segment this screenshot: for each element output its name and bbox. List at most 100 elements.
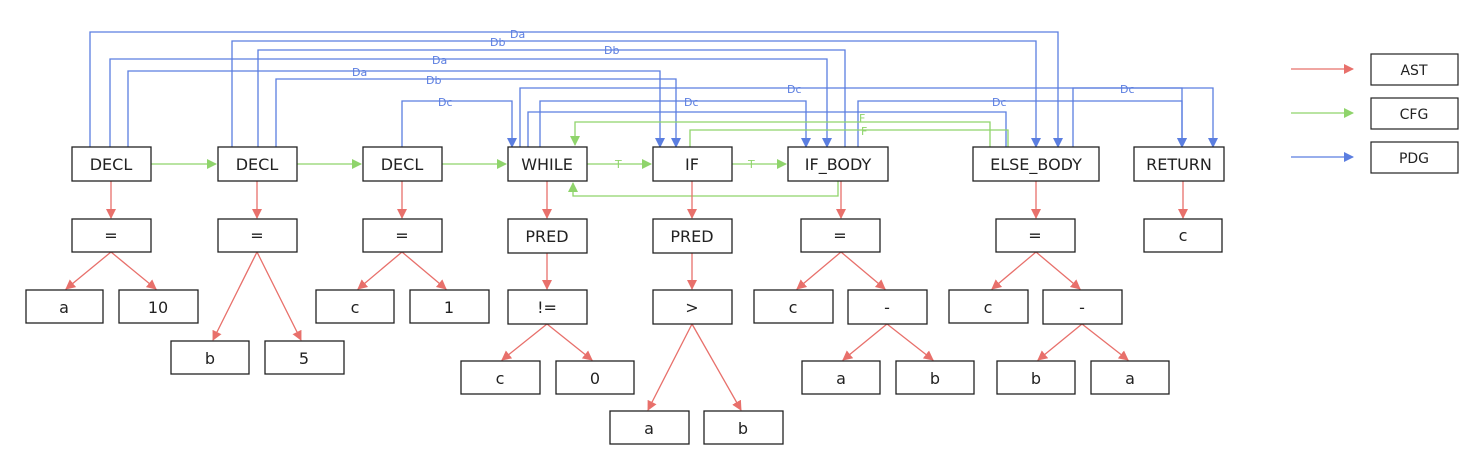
node-label: = — [104, 226, 117, 245]
node-assign[interactable]: = — [995, 218, 1076, 253]
node-assign[interactable]: = — [800, 218, 881, 253]
cfg-label-true: T — [747, 158, 755, 171]
node-label: IF_BODY — [805, 155, 872, 175]
node-label: b — [738, 419, 748, 438]
pdg-label-da: Da — [510, 28, 525, 41]
node-label: != — [537, 298, 557, 317]
ast-edge — [991, 251, 1037, 290]
node-decl-1[interactable]: DECL — [71, 146, 152, 182]
ast-edge — [647, 323, 693, 411]
ast-edge — [1035, 251, 1081, 290]
ast-edge — [256, 251, 302, 341]
node-operator[interactable]: - — [847, 289, 928, 325]
node-assign[interactable]: = — [217, 218, 298, 253]
node-pred[interactable]: PRED — [507, 218, 588, 254]
node-return[interactable]: RETURN — [1133, 146, 1225, 182]
node-label: PRED — [670, 227, 713, 246]
node-literal[interactable]: 5 — [264, 340, 345, 375]
pdg-edges — [89, 31, 1218, 148]
cfg-edges — [151, 121, 1009, 197]
pdg-edge-a-decl1-to-if — [127, 70, 665, 148]
node-label: a — [644, 419, 654, 438]
node-var[interactable]: a — [801, 360, 881, 395]
node-label: = — [395, 226, 408, 245]
ast-edge — [357, 251, 403, 290]
node-literal[interactable]: 1 — [409, 289, 490, 324]
node-while[interactable]: WHILE — [507, 146, 588, 182]
node-var[interactable]: b — [996, 360, 1076, 395]
node-label: c — [789, 298, 798, 317]
node-label: 0 — [590, 369, 600, 388]
pdg-edge-c-elsebody-to-return — [1072, 87, 1218, 148]
node-assign[interactable]: = — [362, 218, 443, 253]
pdg-label-da: Da — [352, 66, 367, 79]
cfg-label-false: F — [861, 125, 867, 138]
node-var[interactable]: a — [609, 410, 690, 445]
node-label: - — [1079, 298, 1085, 317]
pdg-label-dc: Dc — [787, 83, 802, 96]
ast-edge — [796, 251, 842, 290]
pdg-label-db: Db — [426, 74, 441, 87]
node-literal[interactable]: 10 — [118, 289, 199, 324]
cfg-edge-ifbody-back-to-while — [568, 181, 839, 197]
node-operator[interactable]: != — [507, 289, 588, 325]
node-label: DECL — [236, 155, 279, 174]
legend-label: PDG — [1399, 151, 1429, 167]
node-pred[interactable]: PRED — [652, 218, 733, 254]
node-label: WHILE — [521, 155, 573, 174]
pdg-label-dc: Dc — [992, 96, 1007, 109]
legend: AST CFG PDG — [1291, 53, 1459, 174]
ast-edge — [546, 323, 593, 361]
node-else-body[interactable]: ELSE_BODY — [972, 146, 1100, 182]
legend-box-pdg: PDG — [1370, 141, 1459, 174]
legend-item-ast: AST — [1291, 53, 1459, 86]
node-var[interactable]: c — [460, 360, 541, 395]
pdg-edge-c-while-to-ifbody — [539, 100, 811, 148]
ast-edge — [1037, 323, 1083, 361]
ast-edge — [691, 323, 742, 411]
pdg-edge-labels: Da Db Db Da Da Db Dc Dc Dc Dc Dc — [352, 28, 1135, 109]
node-var[interactable]: a — [25, 289, 104, 324]
ast-edge — [501, 323, 548, 361]
node-label: 5 — [299, 349, 309, 368]
ast-edge — [842, 323, 888, 361]
node-var[interactable]: c — [315, 289, 395, 324]
pdg-label-db: Db — [490, 36, 505, 49]
node-var[interactable]: b — [895, 360, 975, 395]
node-decl-3[interactable]: DECL — [362, 146, 443, 182]
node-var[interactable]: a — [1090, 360, 1170, 395]
node-if[interactable]: IF — [652, 146, 733, 182]
ast-edge — [110, 251, 157, 290]
node-label: 10 — [148, 298, 168, 317]
node-label: b — [930, 369, 940, 388]
node-if-body[interactable]: IF_BODY — [787, 146, 889, 182]
node-label: DECL — [381, 155, 424, 174]
cfg-edge-labels: T T F F — [614, 112, 867, 171]
node-decl-2[interactable]: DECL — [217, 146, 298, 182]
pdg-edge-c-ifbody-to-return — [857, 100, 1187, 148]
legend-box-ast: AST — [1370, 53, 1459, 86]
node-operator[interactable]: - — [1042, 289, 1123, 325]
cfg-edge-if-false-to-elsebody-b — [689, 129, 1009, 147]
node-label: = — [250, 226, 263, 245]
node-label: DECL — [90, 155, 133, 174]
node-label: > — [685, 298, 698, 317]
node-operator[interactable]: > — [652, 289, 733, 325]
node-label: IF — [685, 155, 699, 174]
node-var[interactable]: b — [170, 340, 250, 375]
node-var[interactable]: c — [948, 289, 1029, 324]
node-label: - — [884, 298, 890, 317]
node-literal[interactable]: 0 — [555, 360, 635, 395]
pdg-edge-b-decl2-to-if — [275, 78, 681, 148]
node-var[interactable]: b — [703, 410, 784, 445]
node-var[interactable]: c — [1143, 218, 1223, 253]
node-label: c — [496, 369, 505, 388]
pdg-label-dc: Dc — [438, 96, 453, 109]
node-assign[interactable]: = — [71, 218, 152, 253]
legend-label: AST — [1400, 63, 1427, 79]
pdg-label-dc: Dc — [1120, 83, 1135, 96]
node-var[interactable]: c — [753, 289, 834, 324]
ast-edge — [401, 251, 447, 290]
ast-edge — [65, 251, 112, 290]
